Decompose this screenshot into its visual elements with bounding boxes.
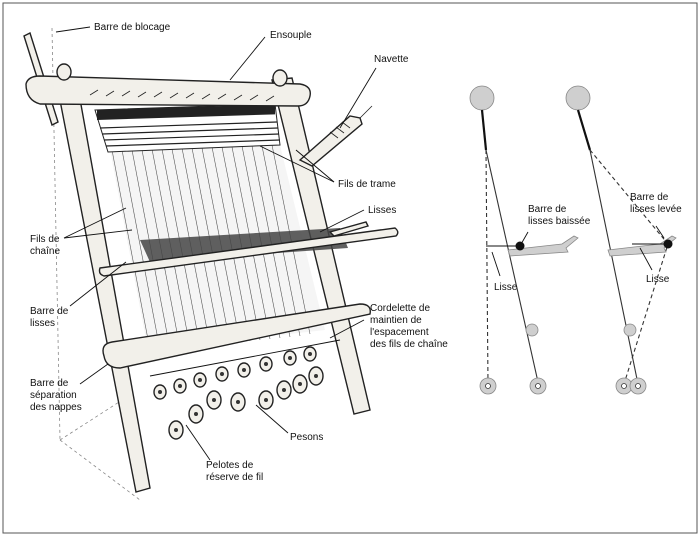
woven-cloth	[94, 103, 281, 153]
beam-end-a	[469, 85, 495, 111]
shed-separation-bar	[102, 303, 371, 369]
beam-end-b	[565, 85, 591, 111]
shed-diagram-lowered: Barre de lisses baissée Lisse	[469, 85, 591, 395]
label-pelotes-1: Pelotes de	[206, 460, 254, 471]
chaining-cord	[149, 339, 341, 377]
shuttle	[298, 105, 373, 167]
label-lisses: Lisses	[368, 205, 396, 216]
label-barre-separation-3: des nappes	[30, 402, 82, 413]
loom-weights	[153, 346, 324, 440]
label-cordelette-1: Cordelette de	[370, 303, 430, 314]
peg-right	[272, 69, 288, 87]
label-fils-de-trame: Fils de trame	[338, 179, 396, 190]
leader-lines	[55, 26, 377, 461]
label-barre-de-lisses-2: lisses	[30, 318, 55, 329]
heddle-bar-lowered	[507, 235, 579, 257]
label-pesons: Pesons	[290, 432, 323, 443]
label-levee-2: lisses levée	[630, 204, 682, 215]
peg-left	[56, 63, 72, 81]
label-barre-separation-2: séparation	[30, 390, 77, 401]
label-baissee-2: lisses baissée	[528, 216, 591, 227]
label-ensouple: Ensouple	[270, 30, 312, 41]
ensouple-beam	[25, 75, 311, 107]
label-cordelette-2: maintien de	[370, 315, 422, 326]
label-barre-de-blocage: Barre de blocage	[94, 22, 171, 33]
label-lisse-left: Lisse	[494, 282, 518, 293]
label-fils-de-chaine-2: chaîne	[30, 246, 60, 257]
label-fils-de-chaine-1: Fils de	[30, 234, 60, 245]
loom: Barre de blocage Ensouple Navette Fils d…	[23, 22, 448, 493]
shed-diagram-raised: Barre de lisses levée Lisse	[565, 85, 682, 395]
label-cordelette-3: l'espacement	[370, 327, 429, 338]
label-cordelette-4: des fils de chaîne	[370, 339, 448, 350]
label-barre-separation-1: Barre de	[30, 378, 69, 389]
label-baissee-1: Barre de	[528, 204, 567, 215]
label-pelotes-2: réserve de fil	[206, 472, 263, 483]
ensouple-lashing	[89, 89, 275, 102]
heddle-bar	[98, 221, 399, 277]
label-navette: Navette	[374, 54, 409, 65]
label-lisse-right: Lisse	[646, 274, 670, 285]
label-barre-de-lisses-1: Barre de	[30, 306, 69, 317]
label-levee-1: Barre de	[630, 192, 669, 203]
